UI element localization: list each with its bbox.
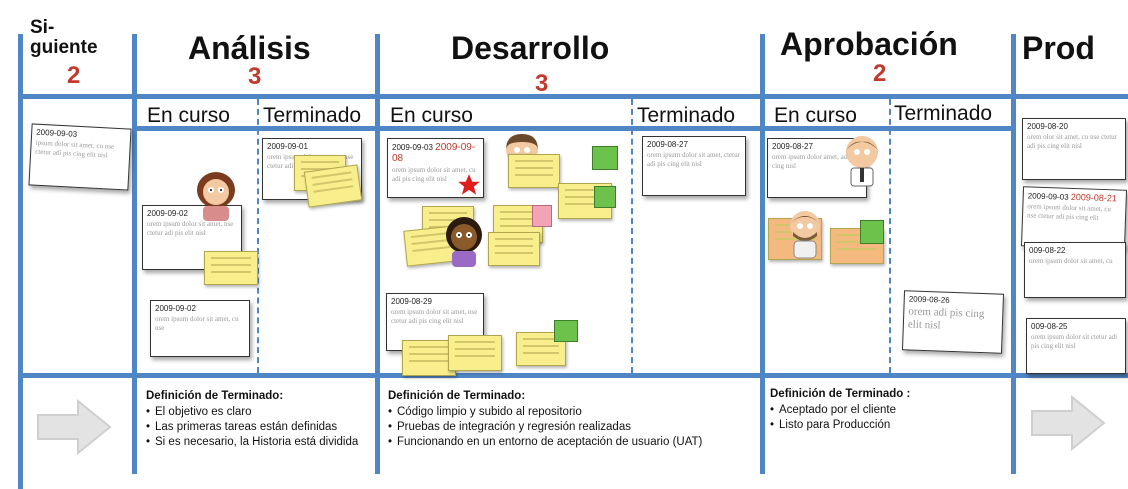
card-text: orem adi pis cing elit nisl <box>907 305 985 332</box>
definition-of-done-analisis: Definición de Terminado: El objetivo es … <box>146 389 368 450</box>
column-divider <box>760 34 765 474</box>
character-avatar-icon <box>790 211 820 259</box>
story-card[interactable]: 2009-09-02 orem ipsum dolor sit amet, cu… <box>150 300 250 357</box>
task-sticky-note[interactable] <box>448 335 502 371</box>
story-card[interactable]: 009-08-22 orem ipsum dolor sit amet, cu <box>1024 242 1126 298</box>
wip-limit-aprobacion: 2 <box>873 60 887 87</box>
definition-of-done-aprobacion: Definición de Terminado : Aceptado por e… <box>770 387 1002 433</box>
task-sticky-note[interactable] <box>204 251 258 285</box>
card-text: orem ipsum dolor sit amet, cu adi pis ci… <box>392 166 476 183</box>
subcolumn-divider <box>631 99 633 373</box>
card-date: 2009-09-03 2009-08-21 <box>1028 190 1122 203</box>
column-divider <box>1011 34 1016 474</box>
card-date: 2009-09-03 2009-09-08 <box>392 142 479 164</box>
subcolumn-divider <box>257 99 259 373</box>
story-card[interactable]: 009-08-25 orem ipsum dolor sit ctetur ad… <box>1026 318 1126 374</box>
wip-limit-siguiente: 2 <box>67 62 81 89</box>
task-sticky-note[interactable] <box>488 232 540 266</box>
card-date: 2009-09-02 <box>147 209 188 218</box>
subcolumn-title-analisis-en-curso: En curso <box>147 104 230 127</box>
definition-item: Código limpio y subido al repositorio <box>388 405 748 420</box>
character-avatar-icon <box>846 136 878 187</box>
subcolumn-divider <box>889 99 891 373</box>
definition-item: Pruebas de integración y regresión reali… <box>388 420 748 435</box>
card-text: orem ipsum dolor sit amet, ctetur adi pi… <box>647 151 740 168</box>
card-date-end: 2009-08-21 <box>1070 191 1118 204</box>
column-title-siguiente: Si- guiente <box>30 17 98 58</box>
subcolumn-title-aprobacion-en-curso: En curso <box>774 104 857 127</box>
wip-limit-desarrollo: 3 <box>535 70 549 97</box>
story-card[interactable]: 2009-08-27 orem ipsum dolor sit amet, ct… <box>642 136 746 196</box>
card-text: orem ipsum dolor sit amet, nse ctetur ad… <box>147 220 234 237</box>
header-divider <box>18 94 1128 99</box>
star-icon <box>458 174 480 195</box>
task-sticky-note-green[interactable] <box>592 146 618 170</box>
definition-title: Definición de Terminado : <box>770 388 911 400</box>
card-text: orem ipsum dolor sit amet, cu nse ctetur… <box>1026 202 1112 222</box>
task-sticky-note-green[interactable] <box>860 220 884 244</box>
task-sticky-note[interactable] <box>516 332 566 366</box>
task-sticky-note-green[interactable] <box>594 186 616 208</box>
character-avatar-icon <box>197 172 235 221</box>
column-title-analisis: Análisis <box>188 30 311 66</box>
story-card[interactable]: 2009-08-26 orem adi pis cing elit nisl <box>901 290 1005 354</box>
column-divider <box>375 34 380 474</box>
subcolumn-title-aprobacion-terminado: Terminado <box>894 102 993 125</box>
task-sticky-note-green[interactable] <box>554 320 578 342</box>
definition-of-done-desarrollo: Definición de Terminado: Código limpio y… <box>388 389 748 450</box>
card-date: 009-08-22 <box>1029 246 1066 255</box>
column-divider <box>132 34 137 474</box>
task-sticky-note-pink[interactable] <box>532 205 552 227</box>
card-text: ipsum dolor sit amet, cu nse ctetur adi … <box>35 138 115 160</box>
card-text: orem ipsum dolor sit amet, cu nse <box>155 315 239 332</box>
definition-item: Las primeras tareas están definidas <box>146 420 368 435</box>
column-title-aprobacion: Aprobación <box>780 26 958 62</box>
card-date-end: 2009-09-08 <box>392 142 476 164</box>
card-text: orem olor sit amet, cu nse ctetur adi pi… <box>1027 133 1117 150</box>
definition-title: Definición de Terminado: <box>388 390 526 402</box>
definition-item: Listo para Producción <box>770 418 1002 433</box>
card-date: 2009-09-01 <box>267 142 308 151</box>
subcolumn-title-analisis-terminado: Terminado <box>263 104 362 127</box>
task-sticky-note[interactable] <box>830 228 884 264</box>
card-text: orem ipsum dolor amet, adi pis cing nisl <box>772 153 860 170</box>
arrow-right-icon <box>37 398 112 456</box>
column-divider <box>18 34 23 489</box>
card-date-start: 2009-09-03 <box>392 143 433 152</box>
definition-item: El objetivo es claro <box>146 405 368 420</box>
card-text: orem ipsum dolor sit amet, nse ctetur ad… <box>391 308 478 325</box>
definition-divider <box>18 373 1128 378</box>
definition-item: Funcionando en un entorno de aceptación … <box>388 435 748 450</box>
card-text: orem ipsum dolor sit amet, cu <box>1029 257 1113 265</box>
definition-title: Definición de Terminado: <box>146 390 284 402</box>
card-date: 2009-08-27 <box>647 140 688 149</box>
task-sticky-note[interactable] <box>508 154 560 188</box>
task-sticky-note[interactable] <box>303 164 363 208</box>
column-title-desarrollo: Desarrollo <box>451 30 610 66</box>
card-date: 2009-08-20 <box>1027 122 1068 131</box>
arrow-right-icon <box>1031 394 1106 452</box>
task-sticky-note[interactable] <box>402 340 456 376</box>
character-avatar-icon <box>446 217 482 267</box>
card-date: 2009-09-02 <box>155 304 196 313</box>
card-date: 009-08-25 <box>1031 322 1068 331</box>
story-card[interactable]: 2009-09-03 2009-08-21 orem ipsum dolor s… <box>1020 186 1128 250</box>
story-card[interactable]: 2009-09-03 ipsum dolor sit amet, cu nse … <box>28 123 132 191</box>
definition-item: Aceptado por el cliente <box>770 403 1002 418</box>
subheader-divider <box>135 126 1015 131</box>
wip-limit-analisis: 3 <box>248 63 262 90</box>
card-date-start: 2009-09-03 <box>1027 191 1069 202</box>
card-text: orem ipsum dolor sit ctetur adi pis cing… <box>1031 333 1118 350</box>
card-date: 2009-08-26 <box>908 294 950 305</box>
subcolumn-title-desarrollo-en-curso: En curso <box>390 104 473 127</box>
card-date: 2009-08-27 <box>772 142 813 151</box>
definition-item: Si es necesario, la Historia está dividi… <box>146 435 368 450</box>
subcolumn-title-desarrollo-terminado: Terminado <box>637 104 736 127</box>
card-date: 2009-08-29 <box>391 297 432 306</box>
column-title-prod: Prod <box>1022 30 1095 66</box>
story-card[interactable]: 2009-08-20 orem olor sit amet, cu nse ct… <box>1022 118 1126 180</box>
